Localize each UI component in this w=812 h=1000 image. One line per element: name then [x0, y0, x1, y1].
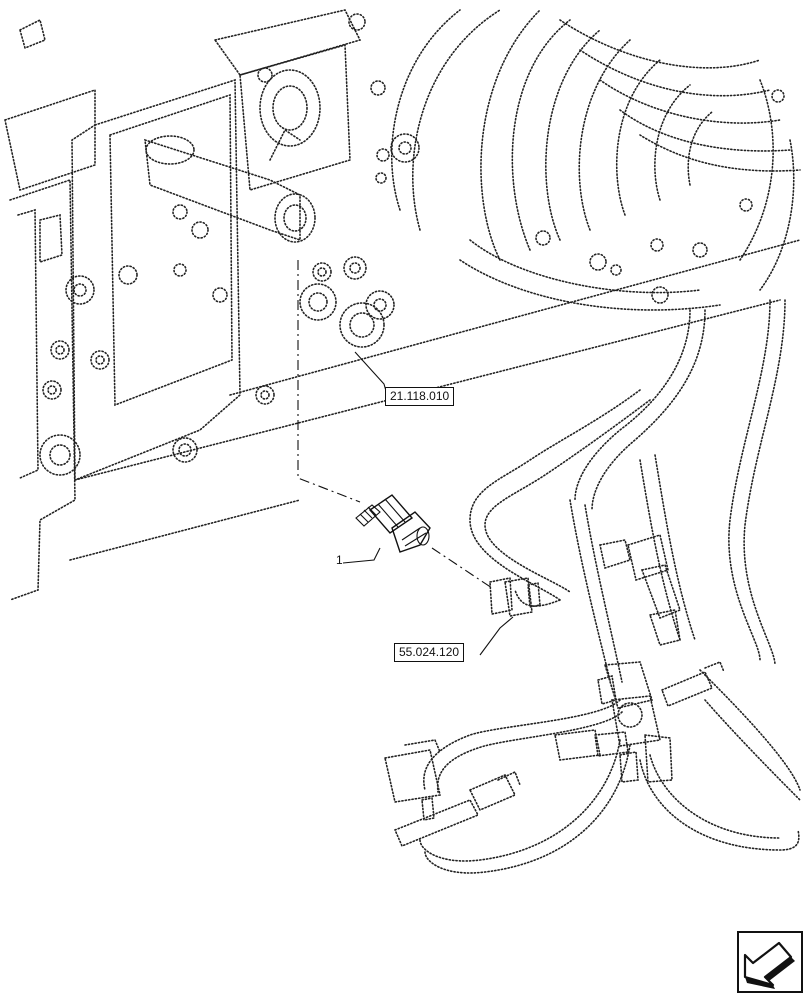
connector-55-024-120: [489, 577, 541, 617]
leader-lines: [297, 260, 514, 656]
next-page-arrow-icon[interactable]: [737, 931, 803, 993]
callout-21-118-010[interactable]: 21.118.010: [385, 387, 455, 406]
item-number-1: 1: [336, 553, 343, 567]
flywheel-housing: [390, 9, 801, 311]
harness-connectors: [384, 533, 725, 848]
arrow-icon: [743, 941, 795, 989]
housing-outline: [4, 9, 801, 601]
item-1-sensor: [355, 494, 431, 553]
callout-55-024-120[interactable]: 55.024.120: [394, 643, 465, 662]
wiring-harness: [419, 299, 801, 874]
